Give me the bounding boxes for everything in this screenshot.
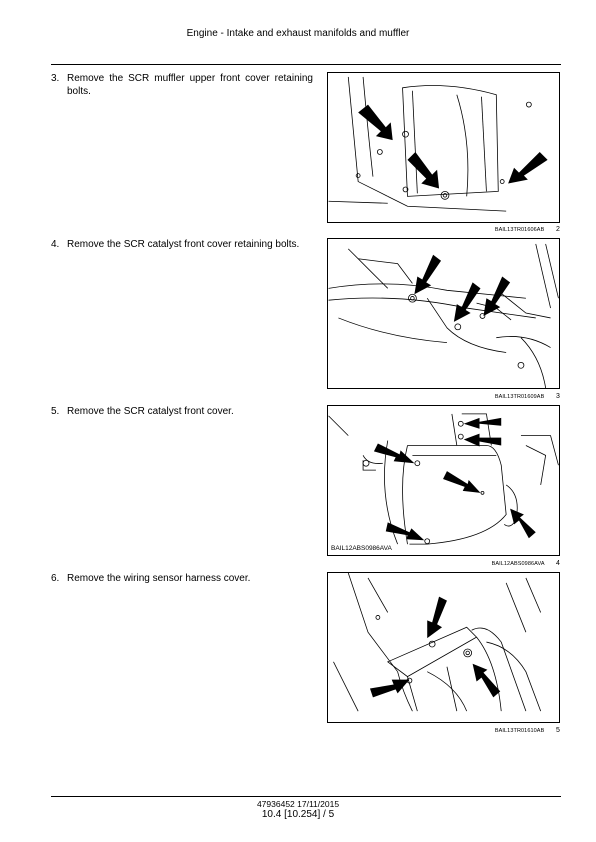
step-text: Remove the wiring sensor harness cover. [67,573,251,584]
step-text: Remove the SCR catalyst front cover. [67,406,234,417]
step-number: 5. [51,406,60,417]
footer-doc-ref: 47936452 17/11/2015 [256,799,340,809]
header-rule [51,64,561,65]
step-number: 3. [51,73,60,84]
figure-number: 5 [556,727,560,734]
step-number: 4. [51,239,60,250]
figure-4-illustration: BAIL12ABS0986AVA [327,405,560,556]
step-3: 3. Remove the SCR muffler upper front co… [51,72,313,98]
step-6: 6. Remove the wiring sensor harness cove… [51,572,313,585]
step-text: Remove the SCR catalyst front cover reta… [67,239,300,250]
page-header-title: Engine - Intake and exhaust manifolds an… [186,28,410,39]
figure-code: BAIL13TR01606AB [494,227,545,233]
figure-3-caption: BAIL13TR01609AB 3 [327,393,560,400]
figure-3-illustration [327,238,560,389]
figure-number: 3 [556,393,560,400]
figure-5-illustration [327,572,560,723]
step-4: 4. Remove the SCR catalyst front cover r… [51,238,313,251]
step-5: 5. Remove the SCR catalyst front cover. [51,405,313,418]
figure-4-caption: BAIL12ABS0986AVA 4 [327,560,560,567]
figure-inset-label: BAIL12ABS0986AVA [331,545,392,552]
figure-code: BAIL12ABS0986AVA [491,561,545,567]
step-text: Remove the SCR muffler upper front cover… [67,73,313,97]
step-number: 6. [51,573,60,584]
figure-number: 2 [556,226,560,233]
figure-5-caption: BAIL13TR01610AB 5 [327,727,560,734]
footer-rule [51,796,561,797]
figure-2-caption: BAIL13TR01606AB 2 [327,226,560,233]
figure-number: 4 [556,560,560,567]
footer-page-number: 10.4 [10.254] / 5 [261,809,335,820]
figure-code: BAIL13TR01609AB [494,394,545,400]
figure-2-illustration [327,72,560,223]
figure-code: BAIL13TR01610AB [494,728,545,734]
